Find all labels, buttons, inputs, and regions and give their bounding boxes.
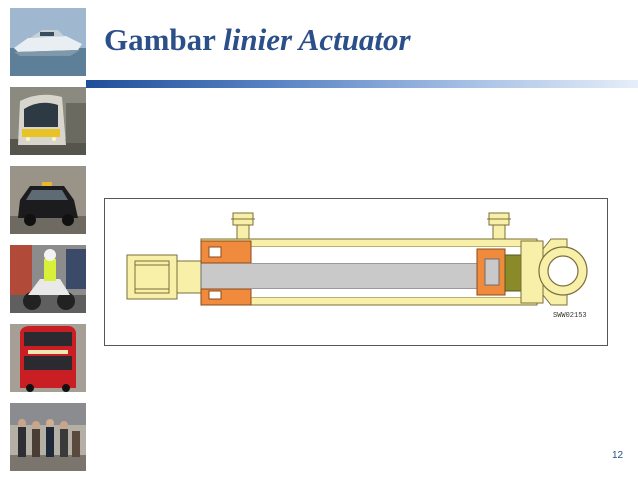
pedestrians-photo xyxy=(10,403,86,471)
title-bold-text: Gambar xyxy=(104,22,216,57)
cap-end-eye xyxy=(520,238,588,306)
piston-head xyxy=(476,248,522,296)
title-italic-text: linier Actuator xyxy=(223,22,411,57)
taxi-photo xyxy=(10,166,86,234)
actuator-drawing: SWW02153 xyxy=(126,212,588,320)
rod-end-clevis xyxy=(126,254,204,300)
double-decker-bus-photo xyxy=(10,324,86,392)
police-motorcycle-photo xyxy=(10,245,86,313)
hydraulic-port-left xyxy=(231,212,255,240)
title-underline-bar xyxy=(86,80,638,88)
hydraulic-port-right xyxy=(487,212,511,240)
tram-photo xyxy=(10,87,86,155)
piston-rod xyxy=(200,262,478,290)
slide-number: 12 xyxy=(612,450,624,461)
photo-strip xyxy=(10,8,86,471)
drawing-code-label: SWW02153 xyxy=(553,312,587,320)
speedboat-photo xyxy=(10,8,86,76)
actuator-figure: SWW02153 xyxy=(104,198,608,346)
slide-title: Gambar linier Actuator xyxy=(104,22,411,58)
rod-gland xyxy=(200,240,252,306)
